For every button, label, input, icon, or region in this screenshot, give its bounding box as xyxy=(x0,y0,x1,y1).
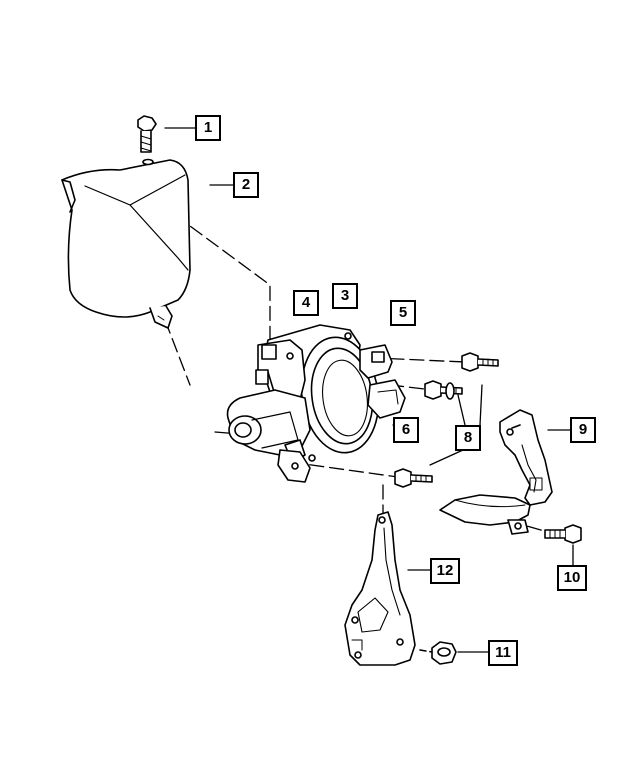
callout-8[interactable]: 8 xyxy=(455,425,481,451)
bolt-icon xyxy=(424,380,463,400)
nut-icon xyxy=(419,641,457,665)
leader-lines xyxy=(164,127,574,653)
callout-2[interactable]: 2 xyxy=(233,172,259,198)
callout-11[interactable]: 11 xyxy=(488,640,518,666)
callout-3[interactable]: 3 xyxy=(332,283,358,309)
bolt-icon xyxy=(544,524,582,544)
callout-5[interactable]: 5 xyxy=(390,300,416,326)
callout-10[interactable]: 10 xyxy=(557,565,587,591)
bolt-icon xyxy=(394,468,433,488)
callout-6[interactable]: 6 xyxy=(393,417,419,443)
bolt-icon xyxy=(461,352,499,372)
screw-icon xyxy=(137,115,157,153)
bracket-icon xyxy=(439,409,553,535)
callout-1[interactable]: 1 xyxy=(195,115,221,141)
callout-12[interactable]: 12 xyxy=(430,558,460,584)
callout-9[interactable]: 9 xyxy=(570,417,596,443)
callout-4[interactable]: 4 xyxy=(293,290,319,316)
throttle-body-icon xyxy=(226,324,406,483)
lower-bracket-icon xyxy=(344,511,416,666)
air-inlet-cover-icon xyxy=(61,158,191,329)
